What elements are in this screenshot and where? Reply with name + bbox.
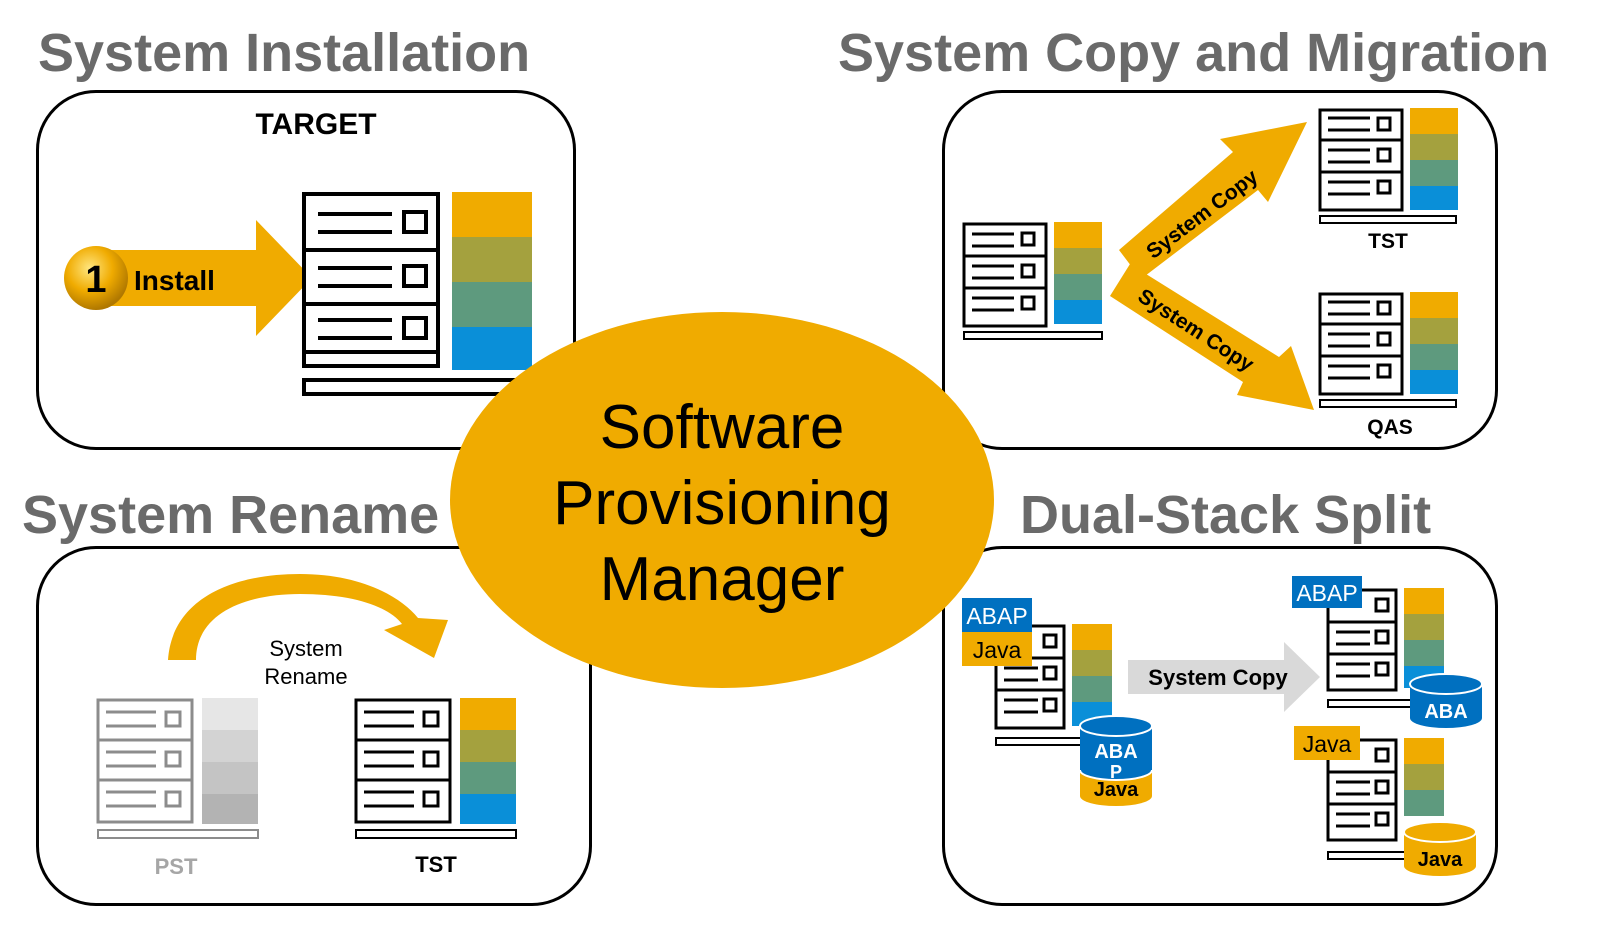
qas-label: QAS [1367,416,1413,439]
target-abap-stack-layers-icon [1404,588,1444,688]
target-abap-db-label: ABA [1424,701,1467,723]
tst-stack-layers-icon [1410,108,1458,210]
target-java-database-icon [1403,821,1477,876]
java-tag-label: Java [973,637,1022,663]
pst-stack-layers-icon [202,698,258,824]
title-system-rename: System Rename [22,485,440,545]
step-number: 1 [85,259,106,301]
stack-layers-icon [452,192,532,370]
system-copy-arrow-up [1119,122,1307,279]
target-abap-tag-label: ABAP [1296,580,1357,606]
rename-tst-label: TST [415,852,457,877]
abap-tag [962,598,1032,632]
target-java-tag-label: Java [1303,731,1352,757]
dual-system-copy-label: System Copy [1148,665,1288,690]
dual-system-copy-arrow [1128,642,1320,712]
rename-label-line2: Rename [264,664,347,689]
step-one-badge [64,246,128,310]
target-abap-database-icon [1409,673,1483,728]
title-dual-stack-split: Dual-Stack Split [1020,485,1432,545]
center-title-line1: Software [600,393,845,462]
target-label: TARGET [255,108,376,141]
center-ellipse [450,312,994,688]
system-copy-arrow-down [1110,264,1314,410]
install-arrow [96,220,312,336]
source-server-icon [962,222,1103,340]
target-java-db-label: Java [1418,849,1463,871]
pst-server-icon [96,698,259,839]
abap-tag-label: ABAP [966,603,1027,629]
tst-server-icon [1318,108,1457,224]
source-db-java-label: Java [1094,779,1139,801]
target-java-stack-layers-icon [1404,738,1444,816]
source-db-abap-label: ABA [1094,741,1137,763]
tst-label: TST [1368,230,1408,253]
target-abap-tag [1292,576,1362,608]
java-tag [962,632,1032,666]
qas-server-icon [1318,292,1457,408]
center-title-line3: Manager [600,545,845,614]
server-icon [302,192,534,396]
rename-curved-arrow [168,574,448,660]
source-db-abap-label-wrap: P [1110,762,1122,782]
install-label: Install [134,265,215,296]
pst-label: PST [155,854,198,879]
target-java-server-icon [1326,738,1445,860]
source-database-icon [1079,715,1153,806]
dual-source-stack-layers-icon [1072,624,1112,726]
source-stack-layers-icon [1054,222,1102,324]
title-system-installation: System Installation [38,23,531,83]
qas-stack-layers-icon [1410,292,1458,394]
rename-tst-stack-layers-icon [460,698,516,824]
rename-tst-server-icon [354,698,517,839]
target-java-tag [1294,726,1360,760]
title-system-copy-migration: System Copy and Migration [838,23,1550,83]
center-title-line2: Provisioning [553,469,891,538]
system-copy-label-bottom: System Copy [1134,285,1258,377]
rename-label-line1: System [269,636,342,661]
